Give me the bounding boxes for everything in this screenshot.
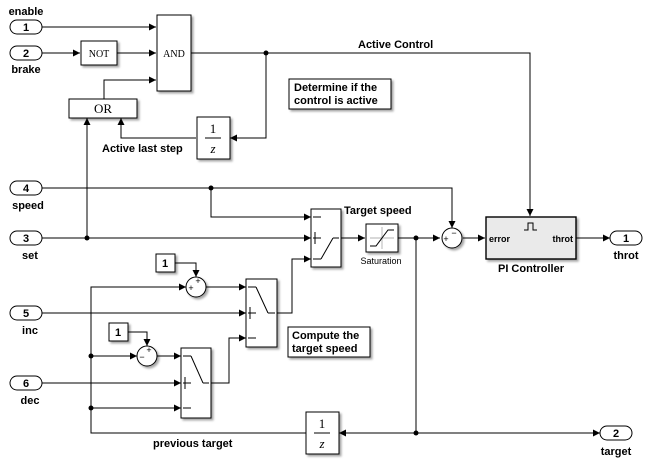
inport-label: brake — [11, 64, 40, 76]
svg-text:Determine if the: Determine if the — [294, 82, 377, 94]
unit-delay-target[interactable]: 1 z — [305, 411, 340, 455]
svg-text:Compute the: Compute the — [292, 330, 359, 342]
svg-text:1: 1 — [162, 258, 168, 270]
svg-text:2: 2 — [613, 428, 619, 440]
sum-inc[interactable]: + + — [185, 276, 207, 298]
pi-controller-title: PI Controller — [498, 263, 565, 275]
svg-text:−: − — [451, 228, 456, 238]
sum-dec[interactable]: − + — [136, 345, 158, 367]
pi-output-label: throt — [553, 234, 574, 244]
svg-text:NOT: NOT — [89, 49, 110, 60]
inport-brake[interactable]: 2 brake — [9, 45, 43, 76]
svg-text:+: + — [195, 276, 200, 286]
or-block[interactable]: OR — [68, 98, 138, 119]
pi-input-label: error — [489, 234, 511, 244]
svg-text:1: 1 — [623, 233, 629, 245]
inport-label: enable — [9, 6, 44, 18]
unit-delay-active[interactable]: 1 z — [196, 116, 231, 160]
not-block[interactable]: NOT — [80, 40, 118, 66]
inport-set[interactable]: 3 set — [9, 230, 43, 262]
svg-text:z: z — [318, 436, 324, 451]
svg-text:+: + — [443, 234, 448, 244]
svg-text:−: − — [139, 352, 144, 362]
inport-label: inc — [22, 325, 38, 337]
switch-inc[interactable] — [245, 278, 278, 348]
inport-inc[interactable]: 5 inc — [9, 305, 43, 337]
label-active-control: Active Control — [358, 39, 433, 51]
svg-text:OR: OR — [94, 101, 112, 116]
trigger-icon — [524, 222, 537, 231]
svg-text:1: 1 — [115, 327, 121, 339]
svg-text:AND: AND — [163, 49, 185, 60]
inport-label: speed — [12, 200, 44, 212]
svg-text:z: z — [209, 141, 215, 156]
sum-error[interactable]: + − — [441, 227, 463, 249]
switch-target-speed[interactable] — [310, 208, 342, 268]
junctions — [84, 50, 419, 436]
svg-text:+: + — [146, 345, 151, 355]
label-target-speed: Target speed — [344, 205, 412, 217]
svg-text:1: 1 — [23, 22, 29, 34]
saturation-label: Saturation — [360, 256, 401, 266]
inport-label: dec — [21, 395, 40, 407]
and-block[interactable]: AND — [156, 14, 192, 92]
inport-speed[interactable]: 4 speed — [9, 180, 44, 212]
annotation-active: Determine if the control is active — [288, 78, 392, 110]
svg-text:4: 4 — [23, 183, 30, 195]
constant-inc[interactable]: 1 — [155, 253, 176, 273]
svg-text:1: 1 — [319, 416, 326, 431]
svg-text:control is active: control is active — [294, 95, 378, 107]
svg-text:5: 5 — [23, 308, 29, 320]
svg-text:6: 6 — [23, 378, 29, 390]
svg-text:+: + — [188, 283, 193, 293]
inport-enable[interactable]: 1 enable — [9, 6, 44, 35]
outport-label: throt — [613, 250, 638, 262]
inport-dec[interactable]: 6 dec — [9, 375, 43, 407]
inport-label: set — [22, 250, 38, 262]
signal-lines — [42, 23, 610, 437]
svg-text:target speed: target speed — [292, 343, 357, 355]
label-previous-target: previous target — [153, 438, 233, 450]
saturation-block[interactable]: Saturation — [360, 223, 402, 266]
svg-text:2: 2 — [23, 48, 29, 60]
outport-target[interactable]: 2 target — [599, 425, 633, 458]
annotation-target: Compute the target speed — [287, 326, 371, 358]
outport-label: target — [601, 446, 632, 458]
pi-controller-block[interactable]: error throt PI Controller — [485, 216, 577, 275]
svg-text:1: 1 — [210, 121, 217, 136]
svg-text:3: 3 — [23, 233, 29, 245]
switch-dec[interactable] — [180, 347, 212, 419]
constant-dec[interactable]: 1 — [108, 322, 129, 342]
outport-throt[interactable]: 1 throt — [609, 230, 643, 262]
label-active-last-step: Active last step — [102, 143, 183, 155]
